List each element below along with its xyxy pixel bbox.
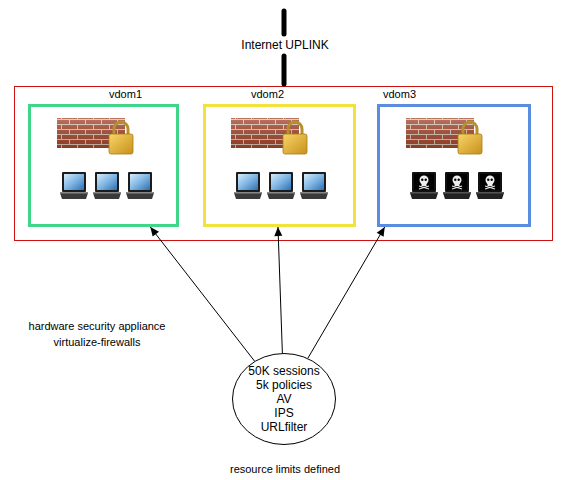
firewall-icon xyxy=(57,118,133,154)
laptop-icon xyxy=(126,172,154,199)
vdom-box: vdom2 xyxy=(203,104,356,227)
skull-laptop-icon xyxy=(410,172,438,199)
limits-note: resource limits defined xyxy=(180,461,390,477)
resource-limit: AV xyxy=(276,392,291,406)
firewall-icon xyxy=(231,118,307,154)
connector-line xyxy=(150,227,254,361)
ellipse-text-stack: 50K sessions5k policiesAVIPSURLfilter xyxy=(232,353,336,445)
ellipse-shape xyxy=(233,354,336,445)
connector-line xyxy=(308,227,385,358)
connector-arrow xyxy=(150,227,254,361)
connector-arrow xyxy=(274,227,282,353)
laptop-icon xyxy=(60,172,88,199)
vdom-box: vdom1 xyxy=(28,104,179,227)
resource-limit: 50K sessions xyxy=(248,364,319,378)
skull-laptop-icon xyxy=(443,172,471,199)
uplink-line xyxy=(282,11,287,34)
vdom-box: vdom3 xyxy=(377,104,531,227)
laptop-icon xyxy=(300,172,328,199)
vdom-heading: vdom3 xyxy=(383,88,416,101)
resource-limit: IPS xyxy=(274,406,293,420)
connector-line xyxy=(278,227,282,353)
appliance-box: vdom1vdom2vdom3 xyxy=(14,86,553,241)
vdom-heading: vdom1 xyxy=(109,88,142,101)
appliance-note: hardware security appliance virtualize-f… xyxy=(18,318,176,350)
laptop-icon xyxy=(93,172,121,199)
resource-limit: URLfilter xyxy=(261,420,308,434)
arrow-head xyxy=(274,227,282,236)
uplink-line xyxy=(282,56,287,84)
resource-ellipse: 50K sessions5k policiesAVIPSURLfilter xyxy=(232,353,336,445)
connector-arrow xyxy=(308,227,385,358)
firewall-icon xyxy=(406,118,482,154)
resource-limit: 5k policies xyxy=(256,378,312,392)
uplink-label: Internet UPLINK xyxy=(239,37,330,53)
laptop-icon xyxy=(267,172,295,199)
skull-laptop-icon xyxy=(476,172,504,199)
arrow-head xyxy=(377,227,385,237)
vdom-heading: vdom2 xyxy=(251,88,284,101)
arrow-head xyxy=(150,227,159,237)
laptop-icon xyxy=(234,172,262,199)
